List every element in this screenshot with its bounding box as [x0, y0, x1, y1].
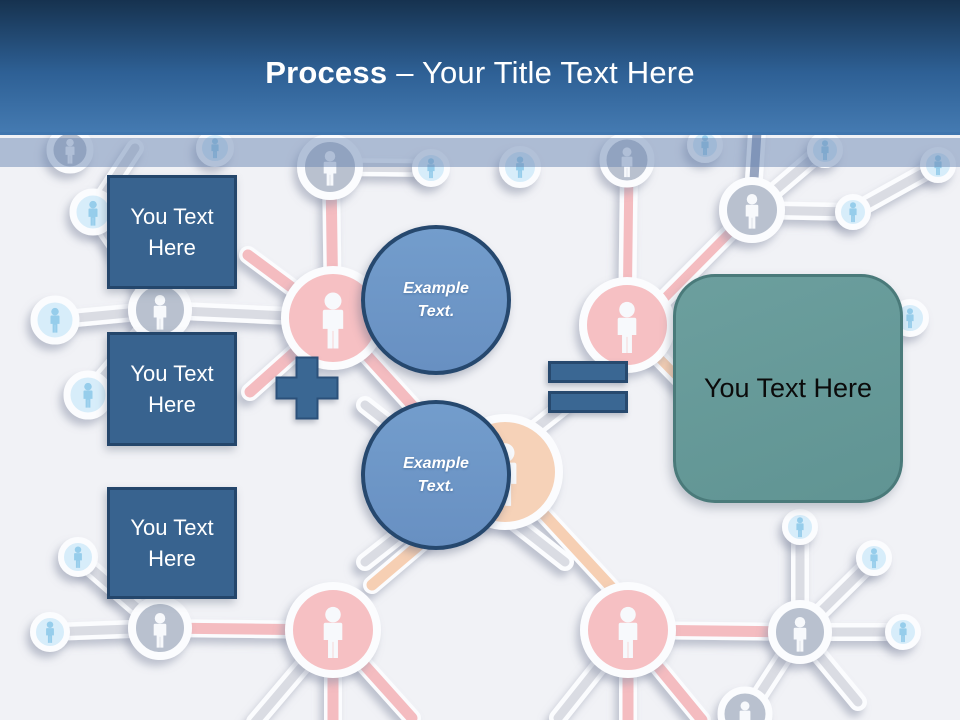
person-node-icon — [128, 278, 192, 342]
plus-icon[interactable] — [275, 356, 339, 420]
person-node-icon — [717, 686, 773, 720]
input-box-3[interactable]: You Text Here — [107, 487, 237, 599]
person-node-icon — [719, 177, 785, 243]
input-box-1-label: You Text Here — [130, 203, 214, 260]
person-node-icon — [63, 370, 113, 420]
person-node-icon — [782, 509, 818, 545]
result-box[interactable]: You Text Here — [673, 274, 903, 503]
example-circle-1-label: Example Text. — [403, 279, 469, 320]
slide-header: Process– Your Title Text Here — [0, 0, 960, 135]
person-node-icon — [835, 194, 871, 230]
title-text: – Your Title Text Here — [396, 55, 695, 90]
person-node-icon — [768, 600, 832, 664]
page-title[interactable]: Process– Your Title Text Here — [265, 55, 695, 91]
equals-icon[interactable] — [548, 361, 628, 413]
equals-top-bar — [548, 361, 628, 383]
title-emphasis: Process — [265, 55, 388, 90]
example-circle-1[interactable]: Example Text. — [361, 225, 511, 375]
input-box-2[interactable]: You Text Here — [107, 332, 237, 446]
example-circle-2-label: Example Text. — [403, 454, 469, 495]
person-node-icon — [885, 614, 921, 650]
person-node-icon — [58, 537, 98, 577]
example-circle-2[interactable]: Example Text. — [361, 400, 511, 550]
input-box-2-label: You Text Here — [130, 360, 214, 417]
person-node-icon — [285, 582, 381, 678]
result-box-label: You Text Here — [703, 373, 873, 403]
person-node-icon — [30, 295, 80, 345]
input-box-1[interactable]: You Text Here — [107, 175, 237, 289]
header-underlay-band — [0, 138, 960, 167]
input-box-3-label: You Text Here — [130, 514, 214, 571]
person-node-icon — [580, 582, 676, 678]
person-node-icon — [128, 596, 192, 660]
equals-bottom-bar — [548, 391, 628, 413]
person-node-icon — [30, 612, 70, 652]
person-node-icon — [579, 277, 675, 373]
person-node-icon — [856, 540, 892, 576]
